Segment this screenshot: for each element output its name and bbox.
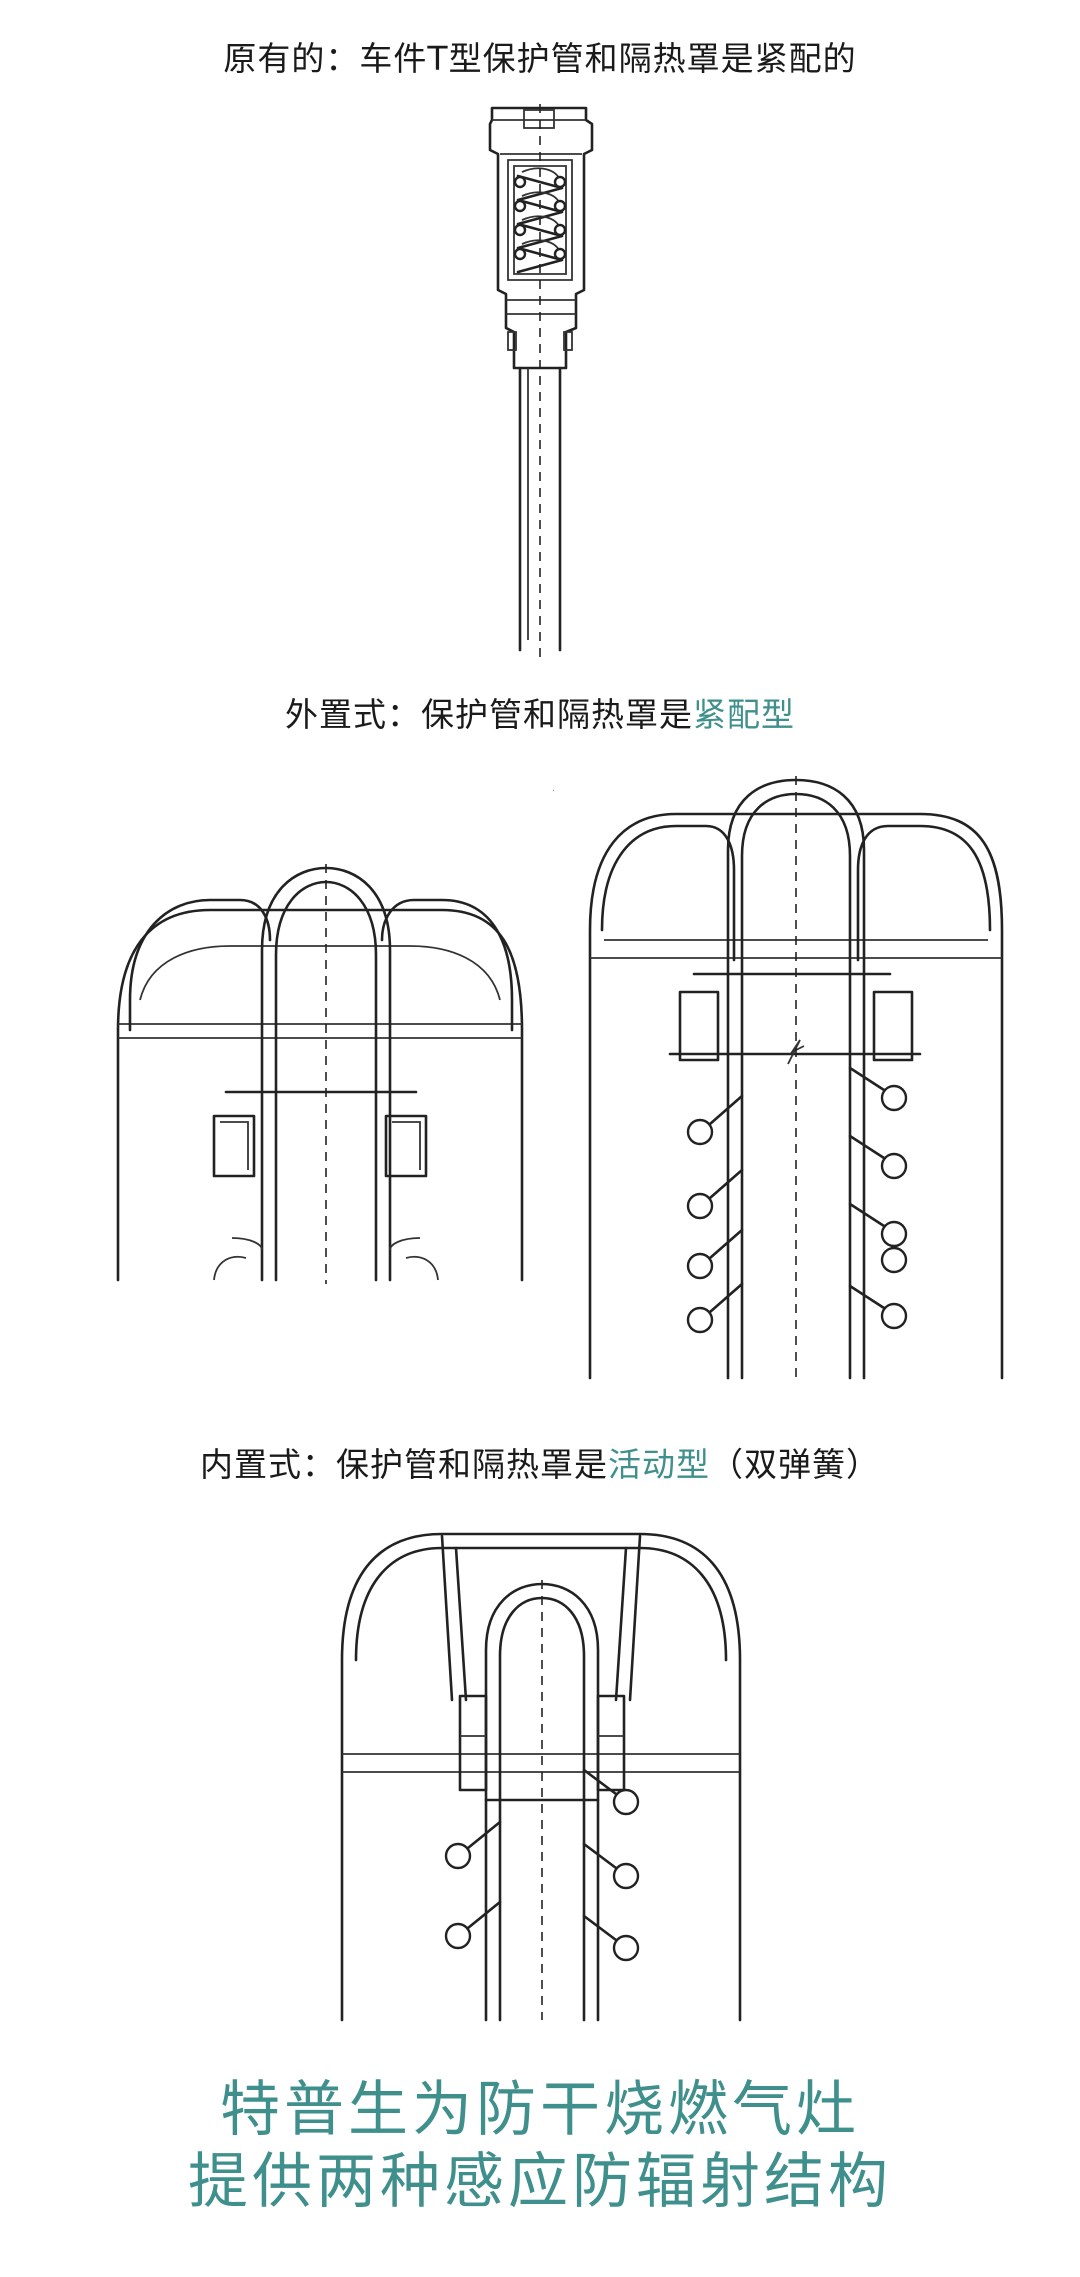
caption-internal-highlight: 活动型 (608, 1445, 710, 1484)
diagram-internal-movable (340, 1532, 742, 2022)
caption-internal-prefix: 内置式：保护管和隔热罩是 (200, 1445, 608, 1484)
caption-external-highlight: 紧配型 (693, 695, 795, 734)
caption-internal: 内置式：保护管和隔热罩是活动型（双弹簧） (0, 1438, 1080, 1486)
caption-external: 外置式：保护管和隔热罩是紧配型 (0, 688, 1080, 736)
caption-internal-suffix: （双弹簧） (710, 1445, 880, 1484)
svg-text:·: · (552, 786, 555, 797)
caption-original-text: 原有的：车件T型保护管和隔热罩是紧配的 (223, 39, 857, 78)
footer-line-1: 特普生为防干烧燃气灶 (220, 2075, 860, 2145)
footer-line-2: 提供两种感应防辐射结构 (188, 2147, 892, 2217)
diagram-original-sensor (488, 104, 594, 660)
diagram-external-tightfit (116, 864, 524, 1284)
diagram-external-spring: · (552, 776, 1004, 1380)
footer-headline: 特普生为防干烧燃气灶 提供两种感应防辐射结构 (0, 2074, 1080, 2218)
caption-external-prefix: 外置式：保护管和隔热罩是 (285, 695, 693, 734)
caption-original: 原有的：车件T型保护管和隔热罩是紧配的 (0, 32, 1080, 80)
